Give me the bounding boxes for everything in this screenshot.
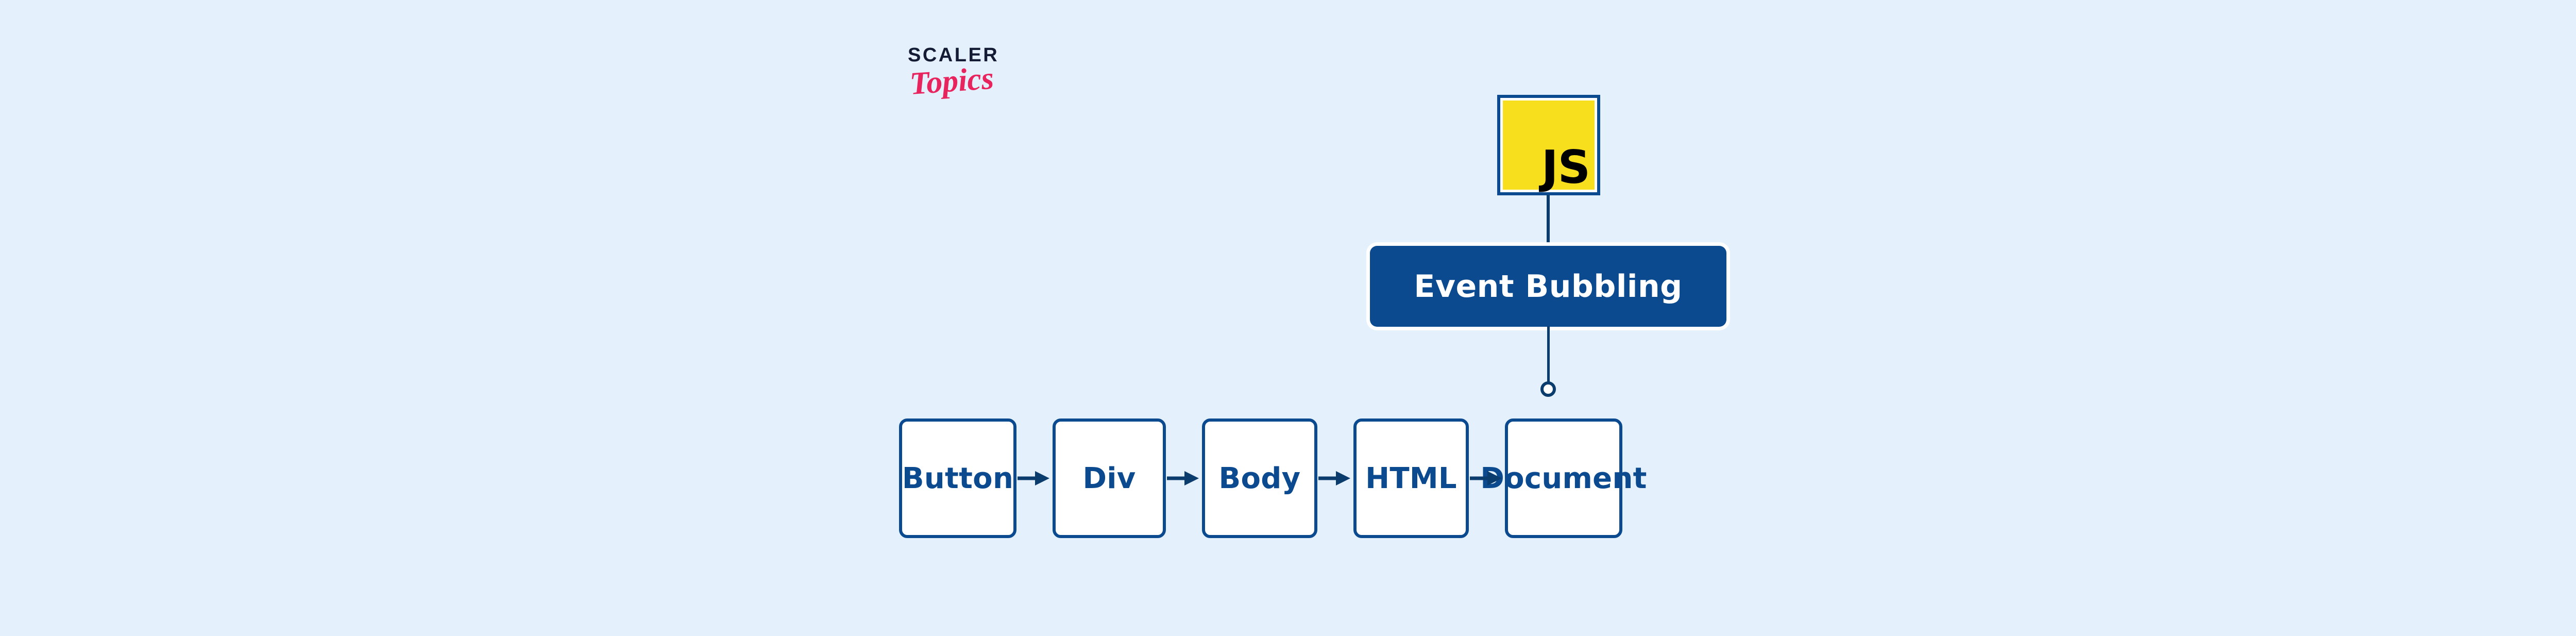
javascript-logo-icon: JS — [1497, 95, 1600, 195]
connector-js-to-banner — [1547, 195, 1550, 247]
node-label: Body — [1218, 461, 1301, 495]
node-div[interactable]: Div — [1053, 419, 1166, 538]
node-label: HTML — [1365, 461, 1457, 495]
event-bubbling-banner: Event Bubbling — [1370, 246, 1726, 327]
dom-propagation-chain: Button Div Body HTML — [899, 419, 1647, 538]
arrow-right-icon — [1166, 468, 1202, 489]
node-button[interactable]: Button — [899, 419, 1016, 538]
arrow-right-icon — [1469, 468, 1505, 489]
connector-banner-to-body — [1547, 326, 1550, 382]
arrow-right-icon — [1016, 468, 1053, 489]
node-label: Document — [1480, 461, 1647, 495]
node-html[interactable]: HTML — [1353, 419, 1469, 538]
node-label: Div — [1082, 461, 1136, 495]
scaler-topics-logo: SCALER Topics — [908, 45, 1037, 143]
event-bubbling-label: Event Bubbling — [1414, 268, 1683, 305]
node-body[interactable]: Body — [1202, 419, 1317, 538]
node-document[interactable]: Document — [1480, 419, 1647, 538]
arrow-right-icon — [1317, 468, 1353, 489]
node-label: Button — [902, 461, 1014, 495]
logo-wordmark-topics: Topics — [908, 60, 995, 102]
javascript-logo-label: JS — [1541, 141, 1590, 194]
logo-wordmark-scaler: SCALER — [908, 44, 999, 66]
connector-endpoint-circle-icon — [1540, 381, 1556, 397]
